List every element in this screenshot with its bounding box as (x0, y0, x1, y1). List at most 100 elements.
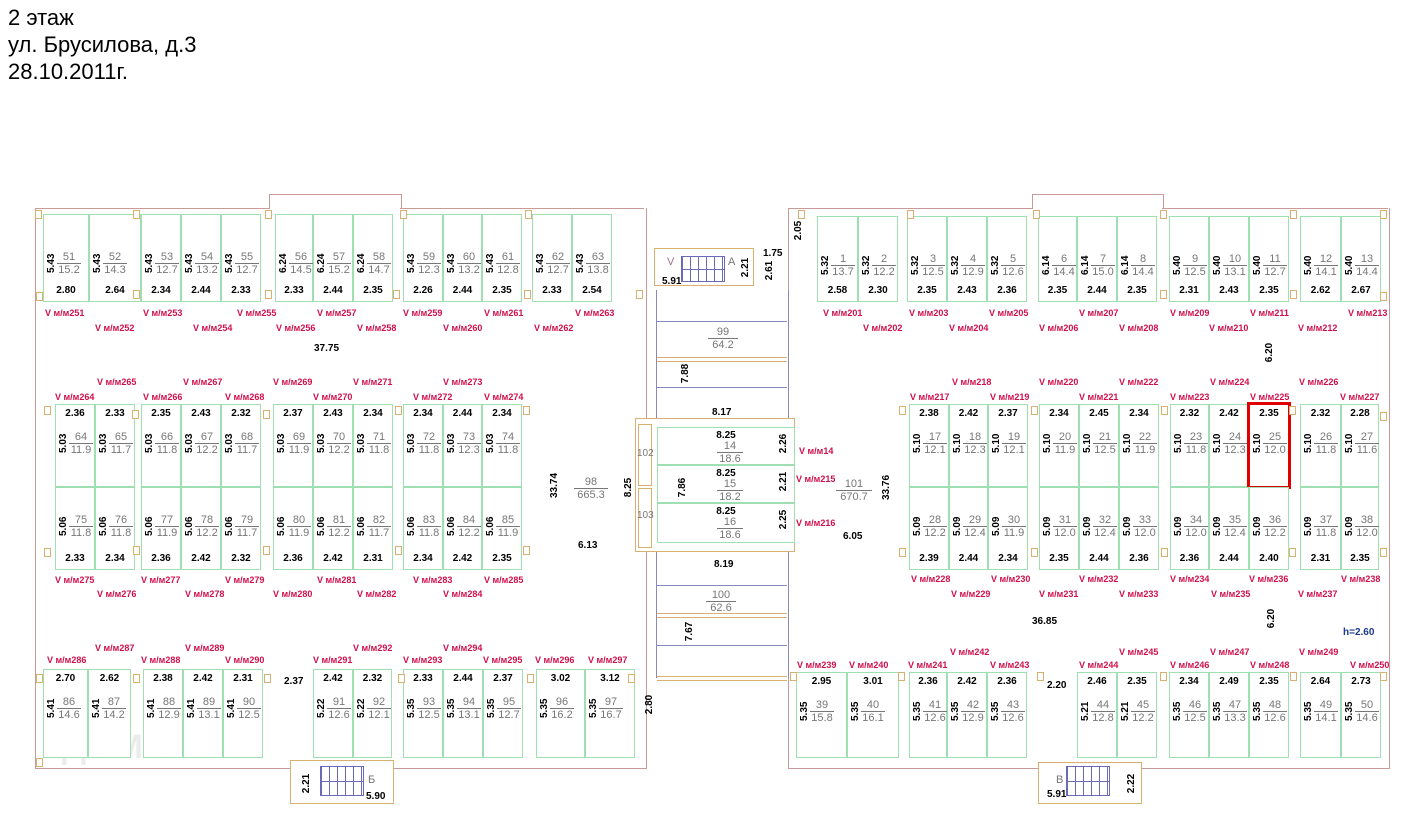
spot-width: 2.43 (191, 408, 211, 419)
place-label: V м/м295 (483, 655, 523, 665)
column-marker (525, 210, 532, 219)
